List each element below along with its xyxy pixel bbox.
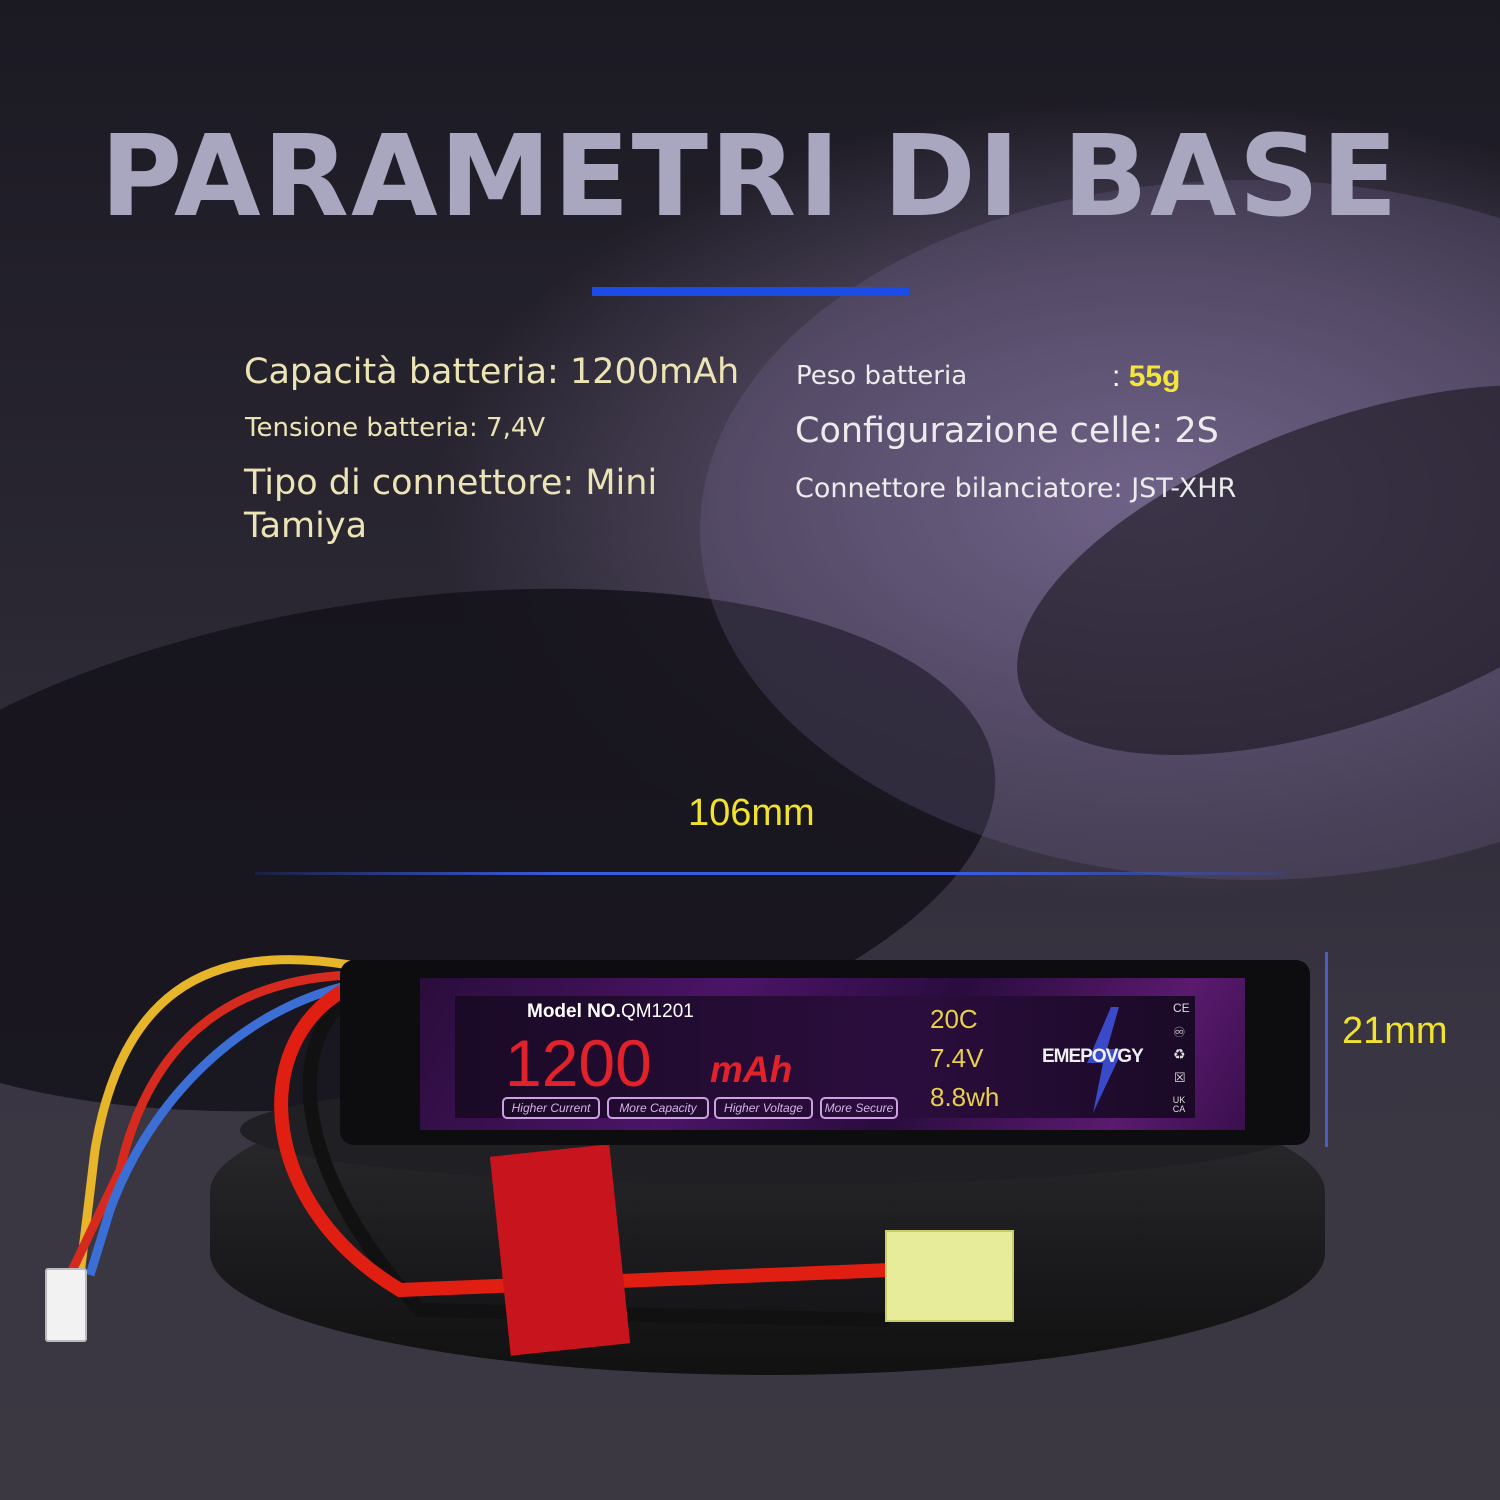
recycle-icon: ♻: [1173, 1046, 1186, 1062]
battery-capacity-unit: mAh: [710, 1049, 793, 1090]
weight-number: 55g: [1128, 360, 1181, 393]
battery-rating: 20C: [930, 1004, 978, 1034]
wire-red-main: [274, 978, 891, 1298]
wire-yellow: [75, 955, 351, 1276]
model-prefix: Model NO.: [527, 1001, 621, 1022]
spec-voltage: Tensione batteria: 7,4V: [245, 413, 546, 443]
spec-capacity: Capacità batteria: 1200mAh: [244, 352, 740, 392]
spec-weight-value: : 55g: [1112, 360, 1180, 394]
brand-logo: EMEPOVGY: [1042, 1046, 1144, 1067]
spec-weight-label: Peso batteria: [796, 361, 968, 391]
certification-icon: ♾: [1173, 1024, 1186, 1040]
height-dimension-line: [1325, 952, 1328, 1147]
spec-connector-line1: Tipo di connettore: Mini: [244, 463, 658, 503]
warning-tag: [489, 1144, 631, 1356]
bin-icon: ☒: [1174, 1070, 1186, 1085]
spec-balance-connector: Connettore bilanciatore: JST-XHR: [795, 473, 1237, 504]
height-dimension: 21mm: [1342, 1010, 1448, 1052]
battery-energy: 8.8wh: [930, 1082, 1000, 1112]
page-title: PARAMETRI DI BASE: [100, 112, 1400, 242]
battery-capacity-number: 1200: [505, 1026, 652, 1100]
spec-cells: Configurazione celle: 2S: [795, 411, 1219, 451]
ce-mark: CE: [1173, 1001, 1190, 1015]
feature-pill: More Secure: [820, 1097, 898, 1119]
feature-pill: More Capacity: [607, 1097, 709, 1119]
weight-separator: :: [1112, 360, 1121, 393]
balance-connector: [45, 1268, 87, 1342]
length-dimension: 106mm: [688, 792, 815, 834]
wire-red-balance: [65, 970, 351, 1277]
length-dimension-line: [255, 872, 1285, 875]
wire-black: [302, 989, 891, 1327]
title-underline: [592, 287, 909, 296]
feature-pill: Higher Voltage: [714, 1097, 813, 1119]
model-number: QM1201: [620, 1001, 694, 1022]
battery-model: Model NO.QM1201: [527, 1001, 694, 1023]
lightning-bolt-icon: [1087, 1007, 1123, 1113]
mini-tamiya-connector: [885, 1230, 1014, 1322]
wire-blue: [85, 980, 351, 1277]
ukca-mark: UK CA: [1172, 1095, 1186, 1114]
battery-voltage: 7.4V: [930, 1043, 984, 1073]
feature-pill: Higher Current: [502, 1097, 600, 1119]
spec-connector-line2: Tamiya: [244, 506, 368, 546]
